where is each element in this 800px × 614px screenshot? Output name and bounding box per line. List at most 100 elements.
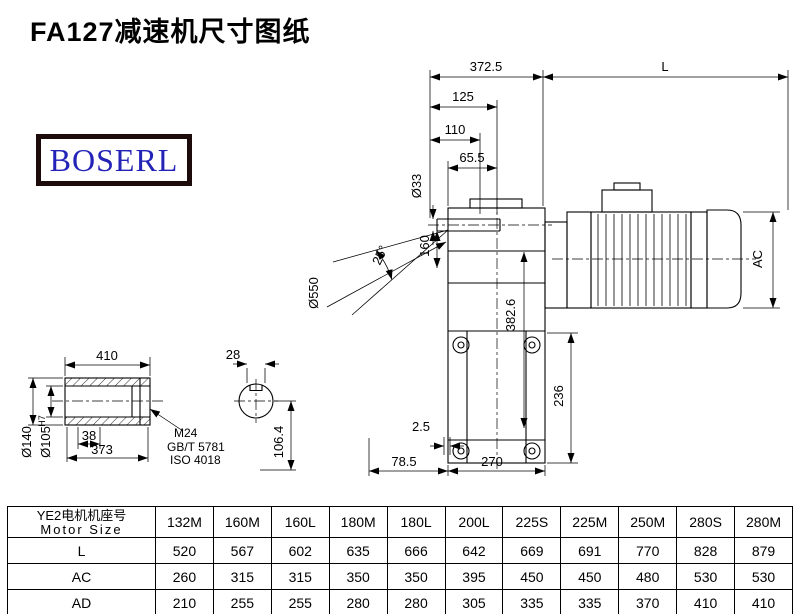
housing-bolt-holes (452, 336, 541, 460)
motor-cooling-fins (597, 214, 687, 306)
angle-arc (375, 249, 393, 280)
value-cell-AC: 260 (155, 563, 214, 590)
value-cell-AD: 410 (734, 589, 793, 614)
value-cell-AD: 255 (270, 589, 330, 614)
value-cell-AD: 280 (328, 589, 388, 614)
column-header-180M: 180M (328, 506, 388, 538)
dim-dia550: Ø550 (306, 277, 321, 309)
terminal-box-cover (613, 182, 641, 191)
value-cell-L: 879 (734, 537, 793, 564)
header-motor-size-cn: YE2电机机座号 (36, 507, 127, 523)
value-cell-AC: 480 (618, 563, 678, 590)
motor-front-bell (566, 211, 592, 309)
column-header-225S: 225S (502, 506, 562, 538)
value-cell-AD: 410 (676, 589, 736, 614)
dim-2-5: 2.5 (412, 419, 430, 434)
value-cell-L: 602 (270, 537, 330, 564)
column-header-250M: 250M (618, 506, 678, 538)
column-header-160M: 160M (212, 506, 272, 538)
value-cell-L: 666 (386, 537, 446, 564)
label-iso-standard: ISO 4018 (170, 453, 221, 467)
dim-65-5: 65.5 (459, 150, 484, 165)
dim-382-6: 382.6 (503, 299, 518, 332)
column-header-180L: 180L (386, 506, 446, 538)
hatch-bottom (65, 417, 150, 425)
dim-78-5: 78.5 (391, 454, 416, 469)
value-cell-AD: 305 (444, 589, 504, 614)
dimension-lines (29, 73, 788, 475)
dim-38: 38 (82, 428, 96, 443)
value-cell-L: 642 (444, 537, 504, 564)
value-cell-AC: 530 (676, 563, 736, 590)
dim-270: 270 (481, 454, 503, 469)
angle-legs (332, 229, 449, 316)
row-label-AC: AC (7, 563, 156, 590)
dim-dia105-tolerance: H7 (37, 415, 47, 427)
housing-section-lines (448, 250, 545, 441)
motor-rear-bell (690, 211, 708, 309)
dim-dia33: Ø33 (409, 174, 424, 199)
extension-lines (28, 70, 789, 476)
dim-28: 28 (226, 347, 240, 362)
fan-cowl (706, 209, 742, 309)
column-header-200L: 200L (444, 506, 504, 538)
value-cell-AD: 370 (618, 589, 678, 614)
dim-372-5: 372.5 (470, 59, 503, 74)
dim-373: 373 (91, 442, 113, 457)
column-header-280M: 280M (734, 506, 793, 538)
header-motor-size-en: Motor Size (40, 521, 123, 537)
value-cell-AD: 335 (560, 589, 620, 614)
value-cell-AC: 450 (502, 563, 562, 590)
value-cell-AC: 530 (734, 563, 793, 590)
motor-adapter-flange (544, 221, 568, 309)
centerlines (52, 198, 756, 470)
row-label-AD: AD (7, 589, 156, 614)
motor-terminal-box (601, 189, 653, 213)
output-shaft (436, 218, 501, 232)
dim-125: 125 (452, 89, 474, 104)
column-header-160L: 160L (270, 506, 330, 538)
dim-410: 410 (96, 348, 118, 363)
m24-leader (149, 408, 184, 432)
value-cell-L: 669 (502, 537, 562, 564)
value-cell-AC: 315 (212, 563, 272, 590)
dim-160: 160 (417, 235, 432, 257)
label-gb-standard: GB/T 5781 (167, 440, 225, 454)
column-header-225M: 225M (560, 506, 620, 538)
keyway (249, 385, 263, 392)
column-header-280S: 280S (676, 506, 736, 538)
value-cell-AC: 395 (444, 563, 504, 590)
value-cell-L: 567 (212, 537, 272, 564)
value-cell-L: 691 (560, 537, 620, 564)
value-cell-AD: 335 (502, 589, 562, 614)
value-cell-L: 770 (618, 537, 678, 564)
dim-236: 236 (551, 385, 566, 407)
header-motor-size: YE2电机机座号 Motor Size (7, 506, 156, 538)
value-cell-AC: 350 (386, 563, 446, 590)
gearbox-housing (447, 207, 546, 464)
value-cell-AD: 255 (212, 589, 272, 614)
label-m24: M24 (174, 426, 198, 440)
housing-top-boss (469, 198, 523, 209)
hatch-top (65, 378, 150, 386)
gearbox-motor-outline (436, 182, 742, 464)
boserl-logo-text: BOSERL (49, 142, 179, 178)
technical-drawing: 372.5 L 125 110 65.5 Ø33 160 25° Ø550 38… (19, 59, 789, 476)
dim-dia140: Ø140 (19, 426, 34, 458)
page-title: FA127减速机尺寸图纸 (30, 17, 311, 47)
value-cell-AD: 210 (155, 589, 214, 614)
dim-AC: AC (750, 250, 765, 268)
row-label-L: L (7, 537, 156, 564)
dim-110: 110 (445, 122, 466, 137)
dim-L: L (661, 59, 668, 74)
value-cell-AC: 315 (270, 563, 330, 590)
boserl-logo: BOSERL (36, 134, 192, 186)
hollow-shaft-detail (64, 377, 151, 426)
value-cell-AC: 450 (560, 563, 620, 590)
